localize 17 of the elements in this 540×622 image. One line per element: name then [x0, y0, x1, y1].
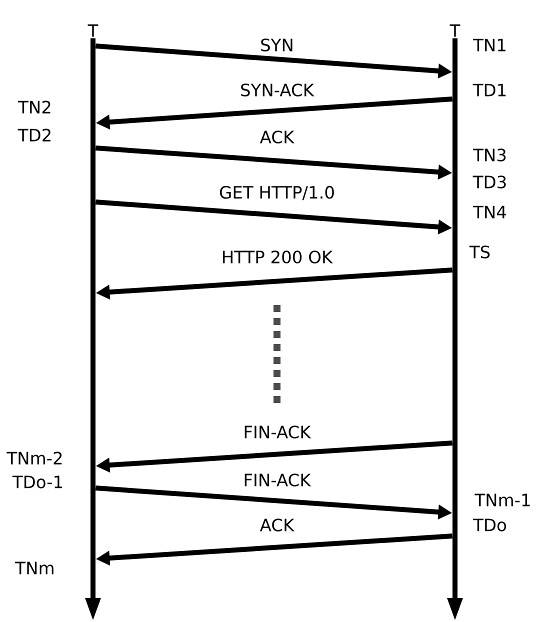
lifeline: T	[85, 24, 101, 620]
timestamp-label: TD2	[18, 128, 50, 142]
timestamp-label: TNm-2	[6, 452, 62, 464]
timestamp-label: TDo-1	[12, 476, 62, 488]
node-label: T	[88, 24, 98, 37]
edge-label: GET HTTP/1.0	[220, 186, 334, 200]
edge-label: SYN-ACK	[241, 84, 314, 96]
edge-label: HTTP 200 OK	[223, 250, 333, 264]
edge-label: ACK	[260, 130, 295, 144]
edge-label: FIN-ACK	[244, 426, 312, 438]
edge-label: SYN	[261, 38, 292, 52]
lifeline: T	[447, 24, 463, 620]
node-label: T	[450, 24, 460, 37]
edge-label: ACK	[260, 518, 295, 532]
timestamp-label: TNm	[15, 562, 54, 574]
timestamp-label: TN2	[18, 100, 50, 114]
edge-label: FIN-ACK	[244, 474, 312, 486]
